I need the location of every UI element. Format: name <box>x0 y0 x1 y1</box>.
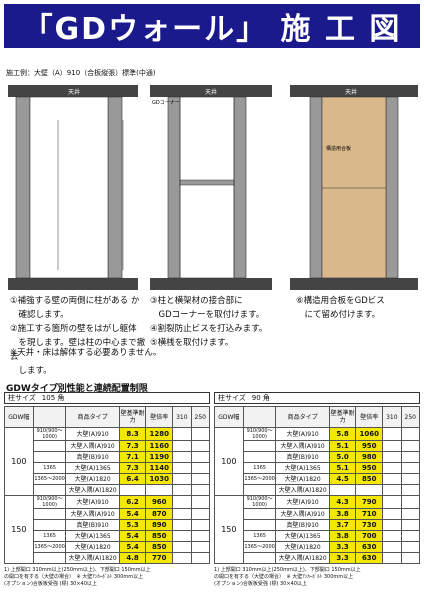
figure-plywood-installed: 天井 構造用合板 <box>290 80 418 295</box>
step-line: 確認します。 <box>10 310 69 320</box>
example-label: 施工例：大壁（A）910（合板縦張）標準(中通) <box>6 69 156 77</box>
svg-text:構造用合板: 構造用合板 <box>326 145 351 152</box>
table-notes: 1) 上部開口 310mm以上(250mm以上)、下部開口 150mm以上 の開… <box>214 567 361 587</box>
figure-wall-exposed: 天井 <box>8 80 138 295</box>
step-line: ③柱と横架材の接合部に <box>150 296 243 306</box>
table-notes: 1) 上部開口 310mm以上(250mm以上)、下部開口 150mm以上 の開… <box>4 567 151 587</box>
step-line: ⑤横桟を取付けます。 <box>150 338 234 348</box>
step-line: ④割裂防止ビスを打込みます。 <box>150 324 268 334</box>
step-line: ①補強する壁の両側に柱がある か <box>10 296 140 306</box>
svg-text:天井: 天井 <box>68 88 80 96</box>
step-line: GDコーナーを取付けます。 <box>150 310 265 320</box>
wall-frame-diagram-1: 天井 <box>8 85 138 290</box>
steps-1-2: ①補強する壁の両側に柱がある か 確認します。 ②施工する箇所の壁をはがし躯体 … <box>10 294 150 378</box>
note: ※天井・床は解体する必要ありません。 <box>10 348 162 358</box>
figure-frame-with-corners: GDコーナー 天井 <box>150 80 272 295</box>
table-row: 大壁入隅(A)1820 <box>215 484 421 496</box>
step-line: ⑥構造用合板をGDビス <box>296 296 385 306</box>
step-line: します。 <box>10 366 52 376</box>
step-line: を現します。壁は柱の中心まで撤去 <box>10 338 146 362</box>
step-line: ②施工する箇所の壁をはがし躯体 <box>10 324 137 334</box>
svg-text:天井: 天井 <box>345 88 357 96</box>
page-title: 「GDウォール」 施 工 図 <box>4 4 420 48</box>
step-line: にて留め付けます。 <box>296 310 381 320</box>
wall-frame-diagram-2: GDコーナー 天井 <box>150 85 272 290</box>
steps-3-5: ③柱と横架材の接合部に GDコーナーを取付けます。 ④割裂防止ビスを打込みます。… <box>150 294 290 350</box>
svg-text:天井: 天井 <box>205 88 217 96</box>
section-title: GDWタイプ別性能と連続配置制限 <box>6 384 148 394</box>
svg-text:GDコーナー: GDコーナー <box>152 100 180 106</box>
wall-frame-diagram-3: 天井 構造用合板 <box>290 85 418 290</box>
steps-6: ⑥構造用合板をGDビス にて留め付けます。 <box>296 294 420 322</box>
table-row: 大壁入隅(A)1820 <box>5 484 211 496</box>
